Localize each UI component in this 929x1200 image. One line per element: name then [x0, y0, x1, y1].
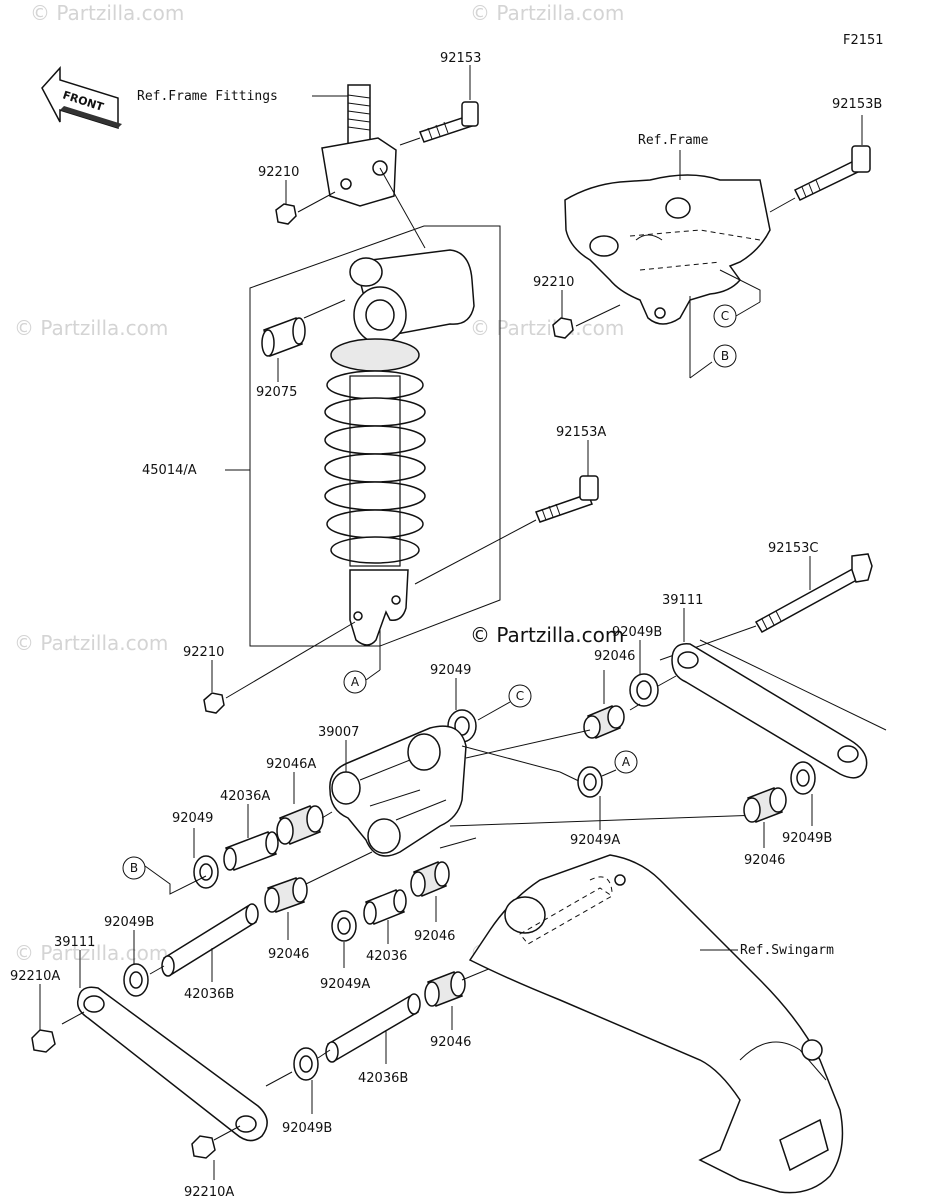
swingarm — [468, 854, 844, 1194]
part-number: 92210A — [184, 1185, 234, 1200]
bearing-92046-low — [424, 971, 466, 1007]
watermark: © Partzilla.com — [470, 1, 624, 25]
watermark: © Partzilla.com — [30, 1, 184, 25]
collar-42036A — [223, 831, 279, 871]
part-number: 92049 — [430, 663, 471, 678]
part-number: 92210 — [183, 645, 224, 660]
part-number: 92153C — [768, 541, 818, 556]
part-number: 92210 — [258, 165, 299, 180]
part-number: 92046 — [414, 929, 455, 944]
watermarks: © Partzilla.com © Partzilla.com © Partzi… — [14, 1, 624, 965]
nut-92210 — [275, 203, 297, 225]
tie-rod-39111-left — [76, 986, 268, 1142]
marker-b2 — [122, 856, 146, 880]
watermark: © Partzilla.com — [14, 316, 168, 340]
part-number: 92049 — [172, 811, 213, 826]
bolt-92153B — [793, 145, 871, 201]
watermark: © Partzilla.com — [14, 941, 168, 965]
front-arrow-icon: FRONT — [41, 66, 122, 130]
part-number: 92210A — [10, 969, 60, 984]
part-number: 92049B — [104, 915, 154, 930]
part-number: 45014/A — [142, 463, 197, 478]
nut-92210A-left — [31, 1029, 56, 1053]
part-number: 42036A — [220, 789, 270, 804]
collar-92075 — [261, 316, 306, 358]
watermark: © Partzilla.com — [14, 631, 168, 655]
watermark: © Partzilla.com — [470, 316, 624, 340]
part-number: 92153 — [440, 51, 481, 66]
marker-c2 — [508, 684, 532, 708]
part-number: 92049B — [782, 831, 832, 846]
frame-section — [564, 174, 771, 325]
marker-a2 — [614, 750, 638, 774]
part-number: 42036B — [184, 987, 234, 1002]
bearing-92046-right — [743, 787, 787, 823]
bearing-92046-mid2 — [410, 860, 450, 898]
rear-shock-absorber — [324, 249, 475, 646]
part-number: 92153A — [556, 425, 606, 440]
marker-c2-label: C — [516, 689, 524, 703]
rocker-arm-39007 — [329, 725, 467, 857]
part-number: 92049B — [282, 1121, 332, 1136]
part-number: 92046 — [430, 1035, 471, 1050]
part-number: 39111 — [662, 593, 703, 608]
part-number: 92046 — [744, 853, 785, 868]
part-number: 92210 — [533, 275, 574, 290]
nut-92210-bottom — [203, 692, 225, 714]
ref-frame-label: Ref.Frame — [638, 133, 709, 148]
tie-rod-39111-right — [671, 643, 868, 779]
marker-b — [713, 344, 737, 368]
nut-92210-frame — [552, 317, 574, 339]
part-number: 39111 — [54, 935, 95, 950]
bolt-92153C — [754, 553, 873, 634]
bearing-92046A — [276, 805, 324, 845]
marker-b-label: B — [721, 349, 729, 363]
marker-a — [343, 670, 367, 694]
bearing-92046 — [583, 705, 625, 739]
marker-b2-label: B — [130, 861, 138, 875]
marker-a2-label: A — [622, 755, 631, 769]
part-number: 92046 — [268, 947, 309, 962]
collar-42036B-low — [325, 993, 421, 1063]
part-number: 39007 — [318, 725, 359, 740]
marker-a-label: A — [351, 675, 360, 689]
nut-92210A-low — [191, 1135, 216, 1159]
figure-code: F2151 — [843, 33, 884, 48]
marker-c-label: C — [721, 309, 729, 323]
part-number: 92046 — [594, 649, 635, 664]
part-number: 92049A — [320, 977, 370, 992]
part-number: 92049B — [612, 625, 662, 640]
part-number: 92046A — [266, 757, 316, 772]
frame-fitting-bracket — [321, 84, 397, 207]
part-number: 92075 — [256, 385, 297, 400]
ref-frame-fittings-label: Ref.Frame Fittings — [137, 89, 278, 104]
watermark-center: © Partzilla.com — [470, 623, 624, 647]
part-number: 92049A — [570, 833, 620, 848]
shock-assembly-box — [225, 225, 501, 647]
part-number: 42036B — [358, 1071, 408, 1086]
bolt-92153A — [535, 475, 599, 523]
ref-swingarm-label: Ref.Swingarm — [740, 943, 834, 958]
bolt-92153 — [419, 101, 479, 143]
part-number: 92153B — [832, 97, 882, 112]
collar-42036B — [161, 903, 259, 977]
part-number: 42036 — [366, 949, 407, 964]
bearing-92046-mid — [264, 877, 308, 913]
collar-42036 — [363, 889, 407, 925]
